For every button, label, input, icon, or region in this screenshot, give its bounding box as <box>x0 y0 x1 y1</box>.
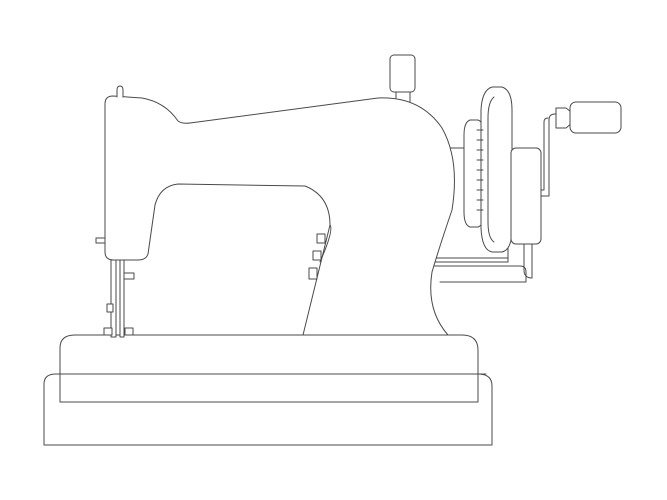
pillar-knobs <box>308 233 326 280</box>
hand-wheel <box>463 86 513 253</box>
crank-cover <box>510 147 542 245</box>
side-lever <box>95 237 106 244</box>
hand-wheel-rim <box>480 86 513 253</box>
needle-assembly <box>95 85 135 338</box>
drive-link-rod <box>433 265 527 283</box>
crank-arm-inner <box>540 117 549 191</box>
crank-knob <box>569 101 622 134</box>
bed-plate <box>59 334 479 403</box>
pillar-knob-2 <box>312 250 322 261</box>
machine-base <box>43 334 493 446</box>
pillar-knob-3 <box>308 267 318 280</box>
presser-bar <box>119 259 125 338</box>
drive-linkage <box>433 243 533 283</box>
presser-foot-left <box>103 327 113 336</box>
spool-pin-cap <box>389 54 416 93</box>
arm-throat-line <box>319 224 332 263</box>
crank-arm <box>540 113 563 197</box>
hand-wheel-ridges <box>476 129 484 211</box>
needle-clamp <box>106 303 114 313</box>
drive-link-rod-2 <box>523 243 533 279</box>
crank-handle <box>510 101 622 245</box>
presser-foot-right <box>124 327 134 336</box>
needle-bar <box>110 259 117 338</box>
arm-body <box>104 95 455 336</box>
thumb-screw <box>123 272 135 280</box>
machine-arm <box>104 95 455 336</box>
head-thread-guide <box>116 85 124 98</box>
hand-wheel-inner <box>487 96 495 243</box>
pillar-knob-1 <box>316 233 326 244</box>
